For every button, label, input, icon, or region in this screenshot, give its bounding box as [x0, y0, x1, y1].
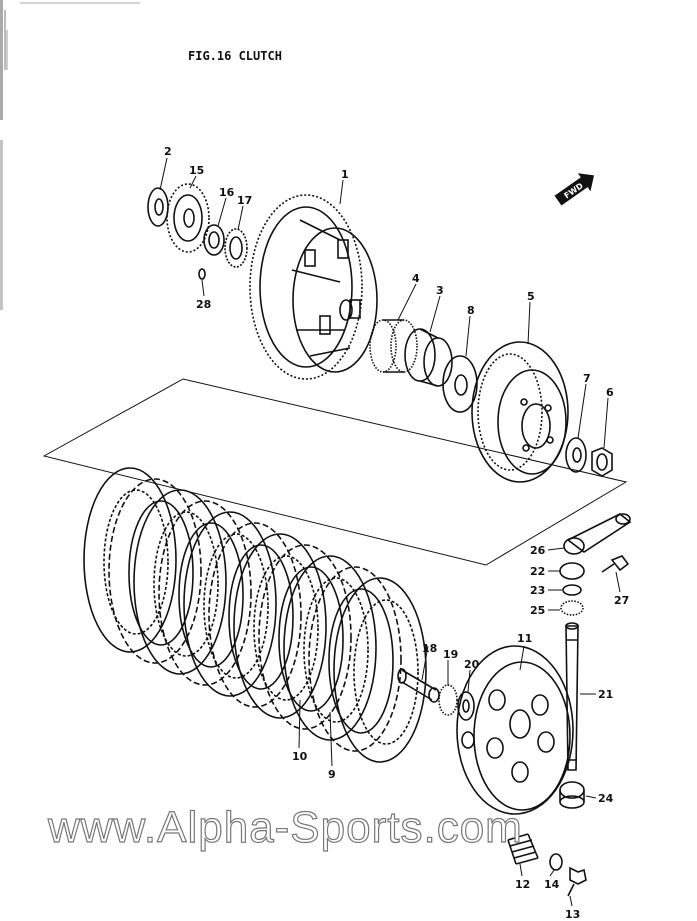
- part-26-release-lever: [563, 513, 632, 555]
- callout-4: 4: [412, 272, 420, 285]
- callout-labels: 1 2 3 4 5 6 7 8 9 10 11 12 13 14 15 16 1…: [164, 145, 629, 921]
- clutch-plate-outer: [208, 522, 302, 708]
- clutch-plate-inner: [278, 566, 344, 712]
- part-12-spring: [507, 833, 539, 865]
- callout-10: 10: [292, 750, 308, 763]
- figure-title: FIG.16 CLUTCH: [188, 49, 282, 63]
- clutch-plate-inner: [353, 599, 419, 745]
- part-28-pin: [198, 268, 206, 280]
- callout-7: 7: [583, 372, 591, 385]
- part-11-pressure-plate: [456, 645, 574, 815]
- part-17-bearing: [224, 228, 248, 268]
- clutch-plate-stack: [83, 467, 427, 763]
- callout-14: 14: [544, 878, 560, 891]
- clutch-plate-inner: [228, 544, 294, 690]
- part-1-clutch-housing: [249, 194, 378, 380]
- callout-9: 9: [328, 768, 336, 781]
- part-5-sleeve-hub: [471, 341, 569, 483]
- callout-12: 12: [515, 878, 530, 891]
- leader-lines: [159, 157, 621, 907]
- clutch-plate-inner: [203, 533, 269, 679]
- callout-13: 13: [565, 908, 580, 921]
- part-6-nut: [591, 447, 613, 477]
- callout-16: 16: [219, 186, 235, 199]
- clutch-plate-outer: [108, 478, 202, 664]
- part-16-spacer: [203, 224, 225, 256]
- part-4-needle-bearing: [369, 319, 418, 373]
- clutch-plate-inner: [178, 522, 244, 668]
- callout-11: 11: [517, 632, 532, 645]
- part-2-washer: [147, 187, 169, 227]
- part-25-bearing: [560, 600, 584, 616]
- part-3-sleeve: [404, 328, 453, 387]
- part-15-gear: [166, 183, 210, 253]
- part-22-oil-seal: [559, 562, 585, 580]
- callout-5: 5: [527, 290, 535, 303]
- part-13-bolt: [567, 866, 587, 897]
- clutch-plate-inner: [153, 511, 219, 657]
- part-21-release-shaft: [565, 622, 579, 771]
- clutch-plate-outer: [158, 500, 252, 686]
- clutch-plate-outer: [333, 577, 427, 763]
- callout-17: 17: [237, 194, 252, 207]
- callout-2: 2: [164, 145, 172, 158]
- clutch-plate-inner: [303, 577, 369, 723]
- callout-8: 8: [467, 304, 475, 317]
- clutch-plate-outer: [83, 467, 177, 653]
- scan-noise: [0, 0, 140, 310]
- callout-19: 19: [443, 648, 458, 661]
- callout-6: 6: [606, 386, 614, 399]
- callout-21: 21: [598, 688, 613, 701]
- clutch-plate-outer: [133, 489, 227, 675]
- callout-22: 22: [530, 565, 545, 578]
- clutch-plate-outer: [283, 555, 377, 741]
- part-23-washer: [562, 584, 582, 596]
- callout-3: 3: [436, 284, 444, 297]
- clutch-plate-inner: [128, 500, 194, 646]
- callout-28: 28: [196, 298, 211, 311]
- part-7-lock-washer: [565, 437, 587, 473]
- callout-1: 1: [341, 168, 349, 181]
- clutch-plate-outer: [183, 511, 277, 697]
- watermark: www.Alpha-Sports.com: [47, 803, 523, 852]
- clutch-plate-outer: [308, 566, 402, 752]
- clutch-plate-outer: [258, 544, 352, 730]
- callout-23: 23: [530, 584, 545, 597]
- callout-27: 27: [614, 594, 629, 607]
- assembly-boundary: [42, 378, 628, 566]
- callout-20: 20: [464, 658, 480, 671]
- callout-24: 24: [598, 792, 614, 805]
- fwd-arrow: FWD: [554, 173, 595, 206]
- clutch-plate-outer: [233, 533, 327, 719]
- clutch-plate-inner: [253, 555, 319, 701]
- part-27-bolt: [601, 555, 630, 573]
- callout-18: 18: [422, 642, 437, 655]
- part-20-washer: [457, 691, 475, 721]
- clutch-plate-inner: [103, 489, 169, 635]
- callout-25: 25: [530, 604, 545, 617]
- part-14-washer: [549, 853, 563, 871]
- callout-26: 26: [530, 544, 546, 557]
- clutch-plate-inner: [328, 588, 394, 734]
- callout-15: 15: [189, 164, 204, 177]
- part-24-bushing: [559, 781, 585, 809]
- part-19-bearing: [438, 684, 458, 716]
- part-8-washer: [442, 355, 478, 413]
